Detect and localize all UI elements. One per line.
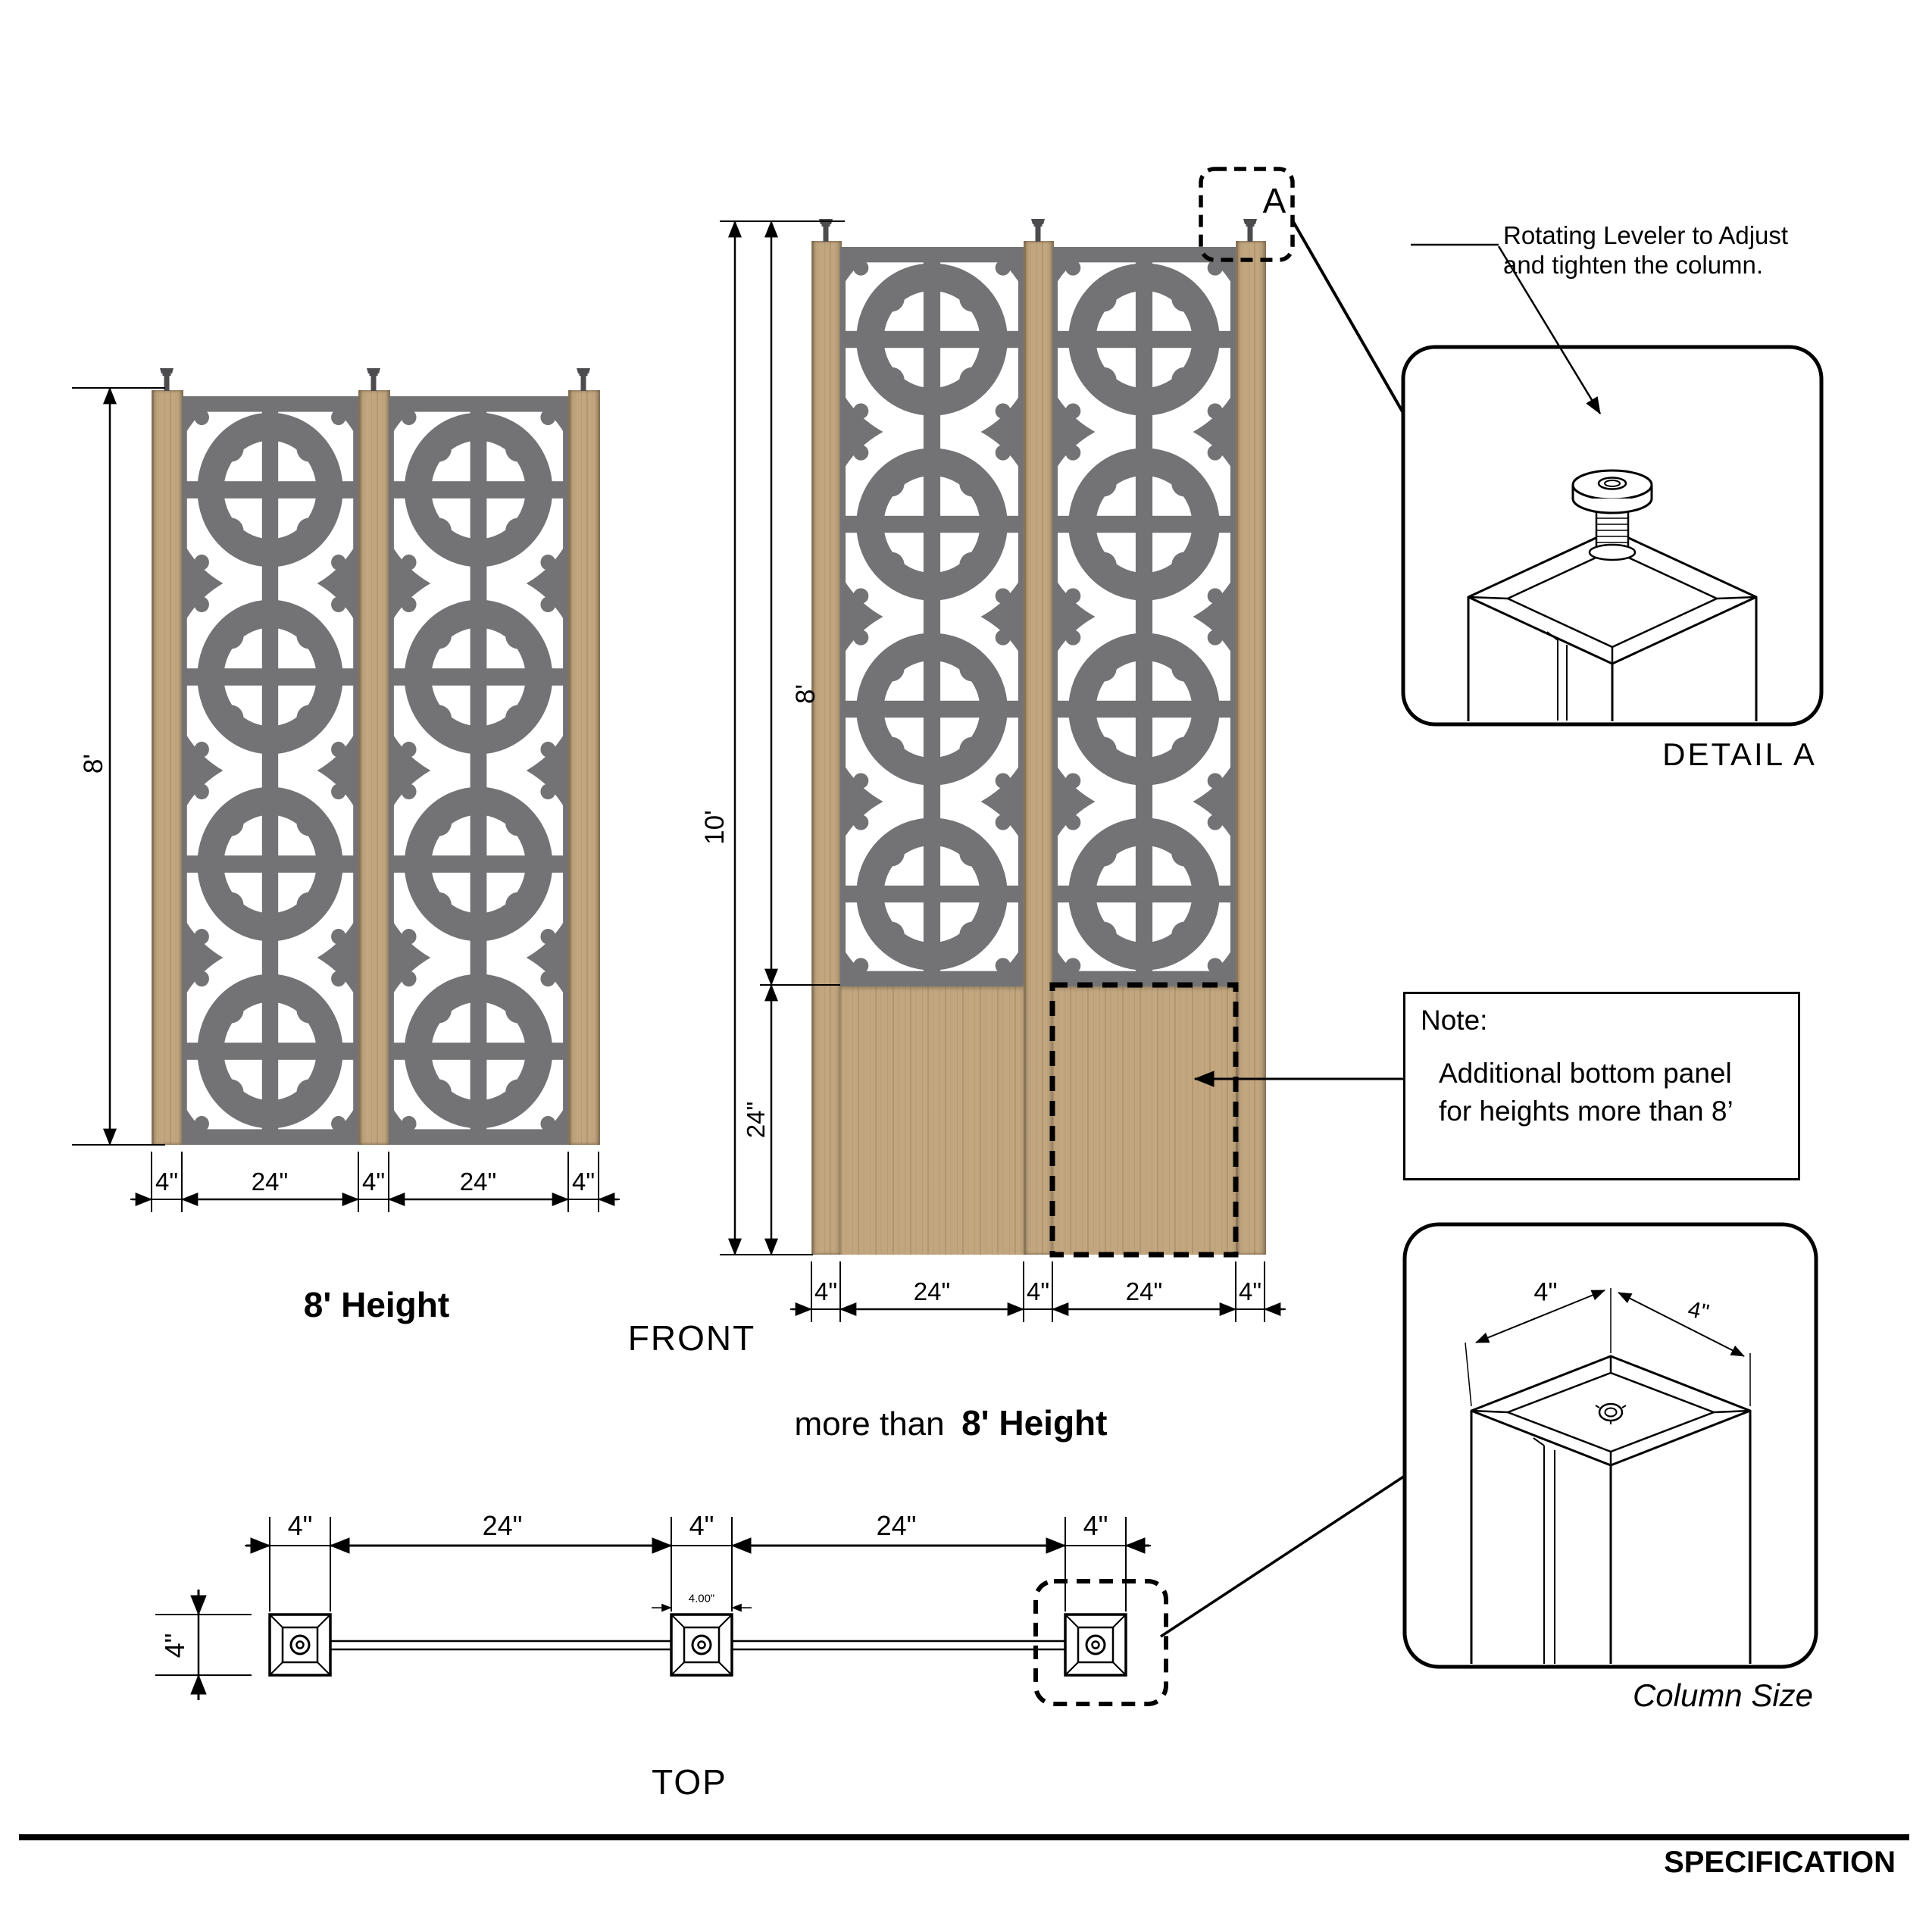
top-view-dim-3: 4" [689,1510,714,1541]
left-view-dim-4: 24" [459,1168,497,1196]
top-view-label: TOP [652,1762,727,1802]
mid-view-panel-height-dim: 8' [791,683,821,705]
footer-label: SPECIFICATION [1664,1846,1896,1879]
mid-view-caption-prefix: more than [794,1405,945,1443]
top-view-dim-1: 4" [287,1510,313,1541]
top-view-column-width-dim: 4.00" [688,1592,715,1605]
mid-view-dim-1: 4" [814,1277,838,1305]
mid-view-decorative-panel-1 [840,247,1024,986]
left-view-column-3 [568,390,600,1145]
mid-view-dim-4: 24" [1125,1277,1163,1305]
leveler-annotation-line1: Rotating Leveler to Adjust [1503,221,1789,249]
left-view-caption: 8' Height [303,1285,450,1324]
mid-view-bottom-panel-1 [840,986,1024,1255]
mid-view-bottom-panel-dim: 24" [742,1101,770,1139]
front-view-label: FRONT [627,1318,756,1358]
note-line2: for heights more than 8’ [1439,1096,1733,1127]
footer-rule [19,1834,1909,1840]
mid-view-decorative-panel-2 [1052,247,1236,986]
detail-a-caption: DETAIL A [1662,736,1817,772]
leveler-annotation-line2: and tighten the column. [1503,251,1764,279]
column-size-caption: Column Size [1632,1677,1814,1713]
note-title: Note: [1421,1005,1488,1036]
left-view-dim-3: 4" [361,1168,386,1196]
top-view [155,1474,1405,1706]
top-view-dim-2: 24" [482,1510,523,1541]
mid-view-caption: more than 8' Height [795,1402,1108,1443]
detail-a-callout-label: A [1262,181,1286,220]
mid-view-dim-5: 4" [1238,1277,1262,1305]
left-view-height-dim: 8' [79,753,108,774]
mid-view-column-1 [811,241,842,1255]
mid-view-dim-2: 24" [913,1277,951,1305]
mid-view-dim-3: 4" [1026,1277,1050,1305]
left-view-dim-5: 4" [571,1168,596,1196]
note-box: Note: Additional bottom panel for height… [1403,992,1800,1180]
mid-view-column-3 [1236,241,1266,1255]
leveler-annotation: Rotating Leveler to Adjust and tighten t… [1503,220,1788,280]
column-size-dim-right: 4" [1685,1296,1712,1326]
top-view-dim-5: 4" [1083,1510,1108,1541]
left-view-dim-2: 24" [251,1168,289,1196]
left-view-decorative-panel-1 [182,396,358,1145]
top-view-depth-dim: 4" [159,1633,190,1658]
left-view-column-1 [152,390,183,1145]
column-size-dim-left: 4" [1533,1277,1558,1307]
column-size-box [1402,1222,1818,1669]
mid-view-bottom-panel-2 [1052,986,1236,1255]
mid-view-column-2 [1024,241,1054,1255]
detail-a-box [1401,243,1824,727]
left-view-dim-1: 4" [155,1168,179,1196]
top-view-dim-4: 24" [876,1510,917,1541]
left-view-column-2 [358,390,390,1145]
left-view-decorative-panel-2 [389,396,568,1145]
mid-view-total-height-dim: 10' [700,810,730,845]
note-line1: Additional bottom panel [1439,1058,1732,1089]
mid-view-caption-bold: 8' Height [961,1403,1108,1443]
